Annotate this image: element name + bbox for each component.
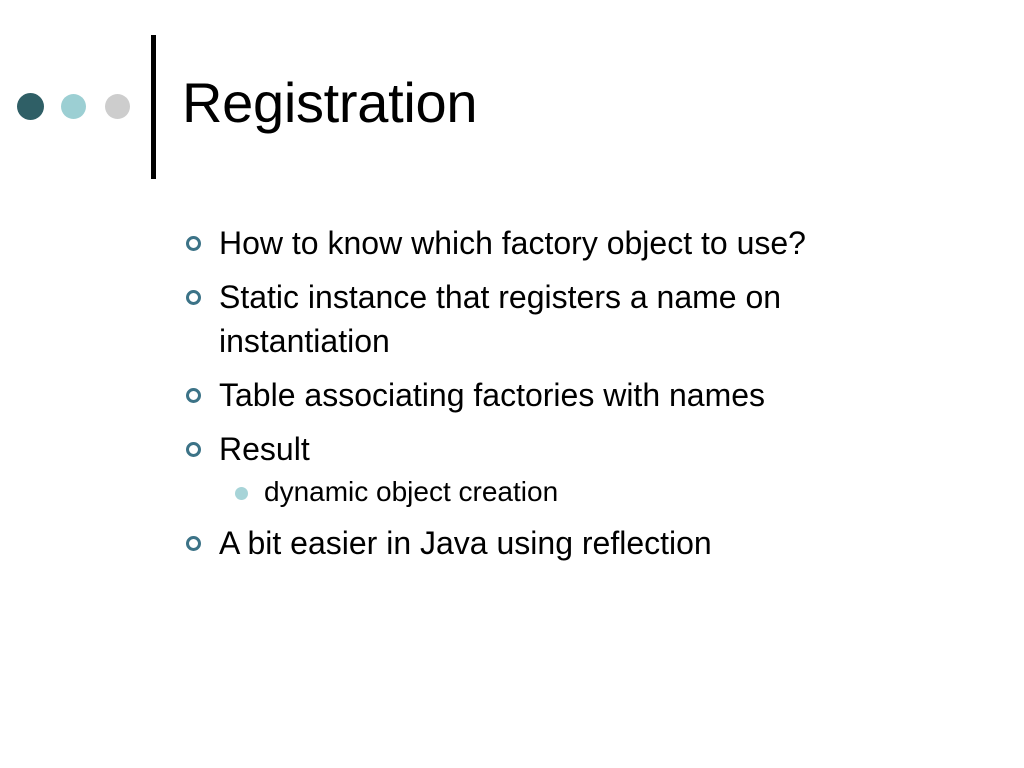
sub-bullet-item: dynamic object creation [182,473,902,511]
bullet-item: How to know which factory object to use? [182,221,902,265]
bullet-item: A bit easier in Java using reflection [182,521,902,565]
ring-bullet-icon [186,536,201,551]
ring-bullet-icon [186,442,201,457]
bullet-item: Static instance that registers a name on… [182,275,902,363]
bullet-item: Result [182,427,902,471]
ring-bullet-icon [186,236,201,251]
decorative-dot-gray [105,94,130,119]
decorative-dot-dark [17,93,44,120]
bullet-text: Result [219,431,310,467]
bullet-text: Static instance that registers a name on… [219,279,782,359]
slide-title: Registration [182,71,478,134]
sub-bullet-text: dynamic object creation [264,476,559,507]
title-divider [151,35,156,179]
ring-bullet-icon [186,388,201,403]
bullet-item: Table associating factories with names [182,373,902,417]
decorative-dot-light [61,94,86,119]
bullet-text: Table associating factories with names [219,377,766,413]
ring-bullet-icon [186,290,201,305]
bullet-list: How to know which factory object to use?… [182,221,902,575]
filled-dot-bullet-icon [235,487,248,500]
bullet-text: How to know which factory object to use? [219,225,806,261]
bullet-text: A bit easier in Java using reflection [219,525,712,561]
